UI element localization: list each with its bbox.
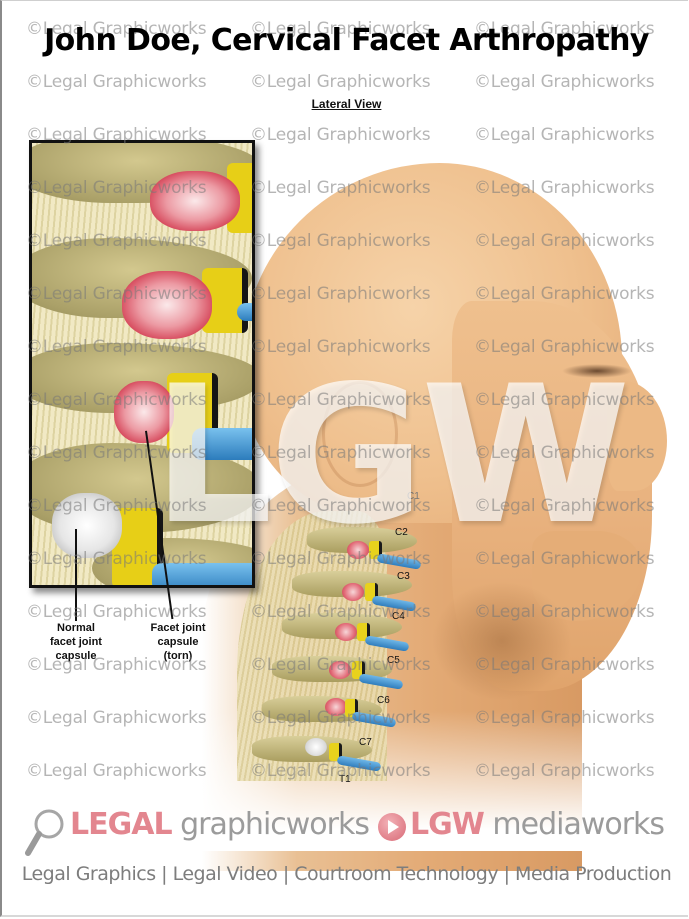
inset-disc bbox=[237, 303, 252, 321]
magnifier-icon bbox=[25, 809, 64, 856]
inset-torn-capsule bbox=[122, 271, 212, 339]
torn-capsule bbox=[347, 541, 369, 559]
callout-line: capsule bbox=[157, 636, 199, 648]
vertebra-label-c4: C4 bbox=[392, 611, 405, 622]
watermark: ©Legal Graphicworks bbox=[26, 72, 207, 92]
watermark: ©Legal Graphicworks bbox=[250, 125, 431, 145]
cervical-spine: C1 C2 C3 C4 C5 C6 C7 T1 bbox=[237, 491, 422, 791]
watermark: ©Legal Graphicworks bbox=[250, 72, 431, 92]
logo-lgw-text: LGW bbox=[410, 807, 485, 842]
watermark: ©Legal Graphicworks bbox=[26, 602, 207, 622]
leader-line-normal bbox=[75, 529, 77, 621]
callout-line: Normal bbox=[57, 622, 95, 634]
torn-capsule bbox=[329, 661, 351, 679]
vertebra-label-c6: C6 bbox=[377, 695, 390, 706]
vertebra-label-c3: C3 bbox=[397, 571, 410, 582]
inset-normal-capsule bbox=[52, 493, 122, 558]
view-subtitle: Lateral View bbox=[311, 97, 382, 111]
vertebra-label-c5: C5 bbox=[387, 655, 400, 666]
inset-disc bbox=[192, 428, 252, 460]
magnified-inset bbox=[29, 140, 255, 588]
watermark: ©Legal Graphicworks bbox=[26, 761, 207, 781]
watermark: ©Legal Graphicworks bbox=[474, 72, 655, 92]
lgw-mediaworks-logo: LGW mediaworks bbox=[410, 807, 665, 842]
normal-capsule bbox=[305, 738, 327, 756]
logo-graphicworks-text: graphicworks bbox=[180, 807, 370, 842]
inset-torn-capsule bbox=[150, 171, 240, 231]
jaw-shadow bbox=[432, 581, 572, 701]
torn-capsule bbox=[342, 583, 364, 601]
head-profile-illustration bbox=[202, 151, 672, 871]
vertebra-label-t1: T1 bbox=[339, 774, 351, 785]
footer-tagline: Legal Graphics | Legal Video | Courtroom… bbox=[21, 863, 672, 885]
eyebrow bbox=[562, 364, 632, 378]
callout-line: (torn) bbox=[163, 650, 193, 662]
vertebra-label-c2: C2 bbox=[395, 527, 408, 538]
play-icon bbox=[378, 813, 406, 841]
vertebra-label-c7: C7 bbox=[359, 737, 372, 748]
torn-capsule bbox=[335, 623, 357, 641]
footer-logos: LEGAL graphicworks LGW mediaworks bbox=[24, 803, 674, 856]
inset-torn-capsule bbox=[114, 381, 174, 443]
page-title: John Doe, Cervical Facet Arthropathy bbox=[44, 23, 649, 58]
callout-line: facet joint bbox=[50, 636, 102, 648]
legal-graphicworks-logo: LEGAL graphicworks bbox=[70, 807, 370, 842]
ear bbox=[322, 381, 398, 487]
lgw-watermark-large: LGW bbox=[152, 345, 631, 566]
callout-line: Facet joint bbox=[150, 622, 206, 634]
watermark: ©Legal Graphicworks bbox=[474, 125, 655, 145]
inset-disc bbox=[152, 563, 252, 585]
logo-legal-text: LEGAL bbox=[70, 807, 173, 842]
watermark: ©Legal Graphicworks bbox=[26, 708, 207, 728]
callout-torn-capsule: Facet joint capsule (torn) bbox=[142, 621, 214, 663]
callout-normal-capsule: Normal facet joint capsule bbox=[40, 621, 112, 663]
torn-capsule bbox=[325, 698, 347, 716]
vertebra-label-c1: C1 bbox=[407, 491, 420, 502]
inset-facet-cartilage bbox=[202, 268, 248, 333]
logo-mediaworks-text: mediaworks bbox=[492, 807, 665, 842]
callout-line: capsule bbox=[55, 650, 97, 662]
